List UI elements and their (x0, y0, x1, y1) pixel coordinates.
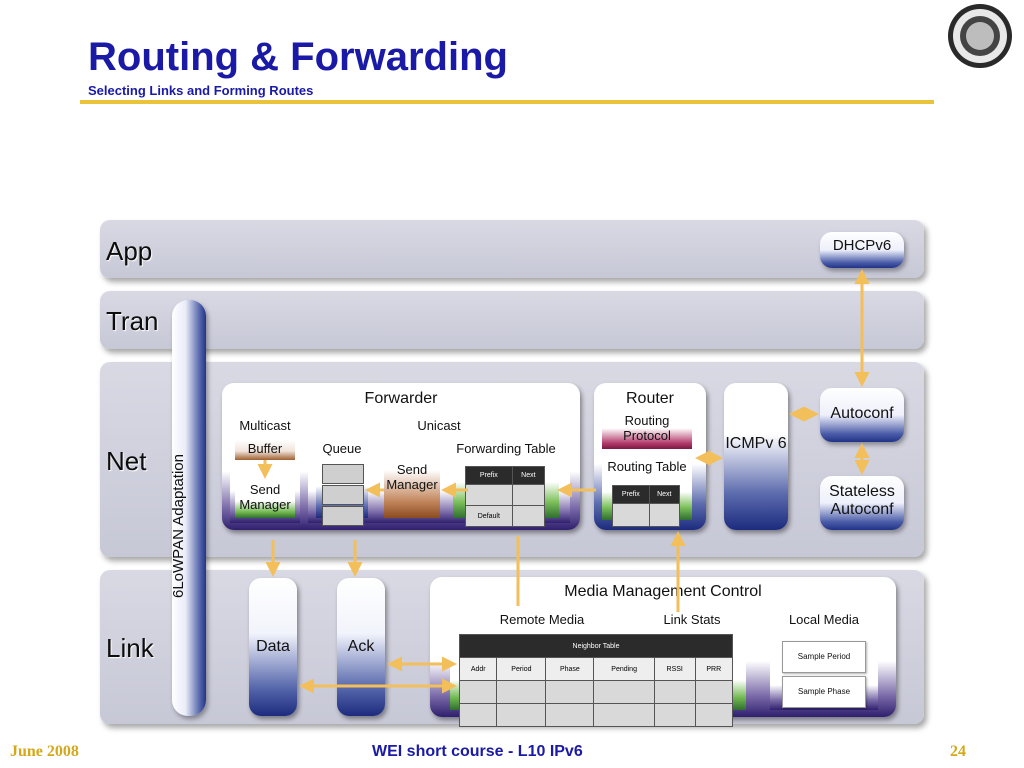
sample-period-label: Sample Period (797, 652, 851, 661)
neighbor-cell (545, 680, 595, 704)
icmpv6-label: ICMPv 6 (725, 435, 787, 452)
neighbor-table: Neighbor Table Addr Period Phase Pending… (458, 634, 734, 727)
neighbor-col-header: Addr (458, 657, 498, 681)
rt-col-header: Prefix (612, 485, 650, 504)
autoconf-label: Autoconf (830, 405, 894, 422)
routing-table-label: Routing Table (607, 459, 687, 474)
routing-protocol-box: Routing Protocol (602, 411, 692, 449)
sample-period-box: Sample Period (782, 641, 866, 673)
icmpv6-box: ICMPv 6 (724, 383, 788, 530)
title-rule (80, 100, 934, 104)
neighbor-col-header: PRR (694, 657, 734, 681)
stateless-autoconf-label: Stateless Autoconf (829, 483, 895, 518)
page-title: Routing & Forwarding (88, 35, 508, 79)
send-manager-box: Send Manager (235, 480, 295, 518)
rt-col-header: Next (648, 485, 681, 504)
send-manager-label: Send Manager (239, 482, 291, 512)
neighbor-cell (653, 703, 696, 727)
tran-layer (100, 291, 924, 349)
dhcpv6-box: DHCPv6 (820, 232, 904, 268)
app-layer (100, 220, 924, 278)
queue-slot (322, 485, 364, 505)
neighbor-cell (694, 703, 734, 727)
remote-media-label: Remote Media (499, 612, 585, 627)
forwarding-table-label: Forwarding Table (456, 441, 556, 456)
neighbor-cell (545, 703, 595, 727)
buffer-label: Buffer (247, 441, 283, 456)
university-seal-icon (948, 4, 1012, 68)
rt-cell (648, 503, 681, 527)
neighbor-cell (458, 703, 498, 727)
neighbor-col-header: Pending (593, 657, 655, 681)
routing-protocol-label: Routing Protocol (623, 413, 671, 443)
neighbor-cell (496, 703, 547, 727)
send-manager2-box: Send Manager (384, 438, 440, 518)
footer-course: WEI short course - L10 IPv6 (372, 743, 583, 760)
neighbor-col-header: RSSI (653, 657, 696, 681)
app-layer-label: App (106, 236, 153, 266)
neighbor-col-header: Phase (545, 657, 595, 681)
unicast-label: Unicast (417, 418, 461, 433)
queue-slot (322, 506, 364, 526)
neighbor-cell (694, 680, 734, 704)
sample-phase-box: Sample Phase (782, 676, 866, 708)
fwd-col-header: Next (511, 466, 546, 485)
send-manager2-label: Send Manager (386, 462, 438, 492)
footer-page-number: 24 (950, 743, 966, 760)
net-layer-label: Net (106, 446, 147, 476)
autoconf-box: Autoconf (820, 388, 904, 442)
link-layer-label: Link (106, 633, 154, 663)
sample-phase-label: Sample Phase (797, 687, 851, 696)
fwd-default-cell: Default (465, 505, 513, 527)
neighbor-col-header: Period (496, 657, 547, 681)
neighbor-cell (496, 680, 547, 704)
local-media-label: Local Media (788, 612, 860, 627)
rt-cell (612, 503, 650, 527)
neighbor-cell (653, 680, 696, 704)
neighbor-cell (593, 703, 655, 727)
stateless-autoconf-box: Stateless Autoconf (820, 476, 904, 530)
data-label: Data (256, 638, 290, 655)
ack-label: Ack (347, 638, 375, 655)
neighbor-table-title: Neighbor Table (459, 634, 733, 658)
multicast-label: Multicast (239, 418, 291, 433)
queue-slot (322, 464, 364, 484)
buffer-box: Buffer (235, 440, 295, 460)
neighbor-cell (458, 680, 498, 704)
mmc-title: Media Management Control (564, 583, 762, 600)
link-stats-label: Link Stats (663, 612, 721, 627)
data-box: Data (249, 578, 297, 716)
fwd-col-header: Prefix (465, 466, 513, 485)
page-subtitle: Selecting Links and Forming Routes (88, 83, 314, 98)
forwarder-title: Forwarder (364, 390, 438, 407)
footer-date: June 2008 (10, 743, 79, 760)
adaptation-pill (172, 300, 206, 716)
router-title: Router (625, 390, 675, 407)
queue-slots (322, 464, 364, 526)
fwd-cell (511, 505, 546, 527)
dhcpv6-label: DHCPv6 (832, 237, 892, 254)
queue-label: Queue (322, 441, 362, 456)
tran-layer-label: Tran (106, 306, 159, 336)
